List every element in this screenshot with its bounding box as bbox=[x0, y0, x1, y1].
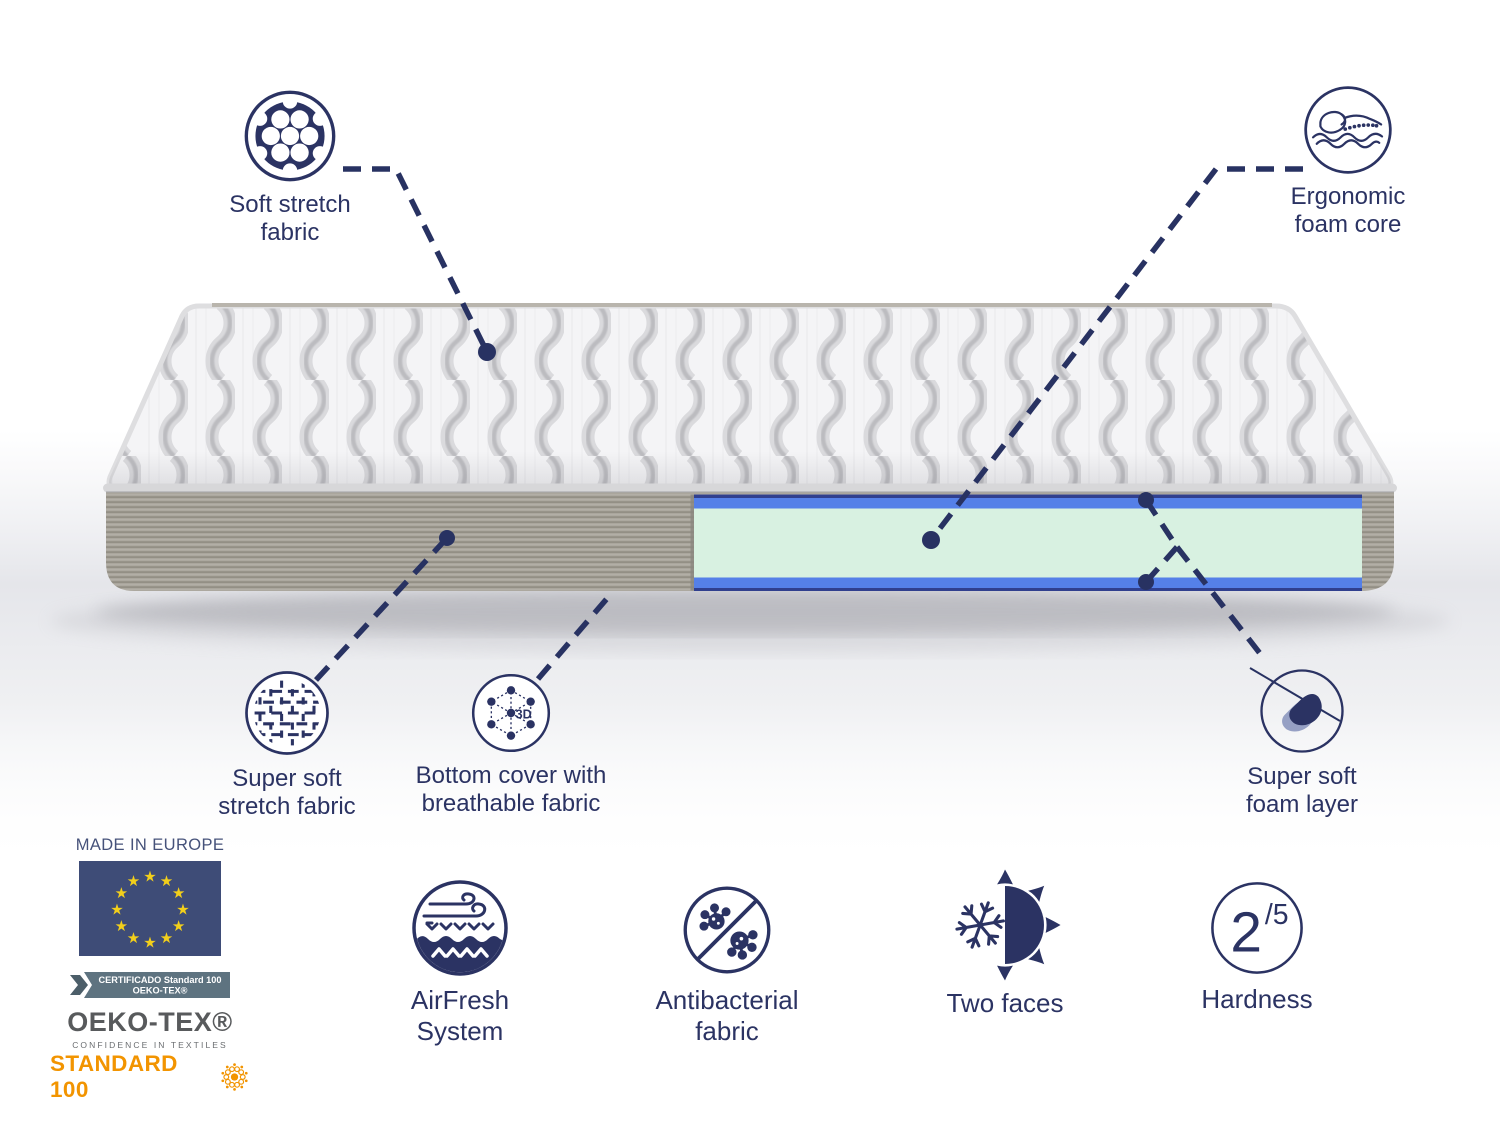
callout-label-line1: Super soft bbox=[1247, 763, 1357, 790]
svg-text:★: ★ bbox=[143, 934, 156, 952]
callout-label: Ergonomic foam core bbox=[1291, 183, 1406, 239]
feature-hardness: 2 /5 Hardness bbox=[1127, 879, 1387, 1015]
line-soft-stretch-fabric bbox=[343, 166, 490, 354]
svg-text:★: ★ bbox=[127, 872, 140, 890]
svg-text:★: ★ bbox=[172, 884, 185, 902]
callout-dots bbox=[439, 343, 1154, 590]
oeko-flower-icon bbox=[221, 1063, 248, 1091]
top-foam-dark-line bbox=[694, 494, 1362, 498]
bottom-soft-foam-layer bbox=[694, 577, 1362, 589]
hand-press-icon bbox=[1260, 669, 1344, 753]
mattress-cross-section bbox=[690, 494, 1362, 591]
feature-airfresh: AirFresh System bbox=[330, 878, 590, 1047]
top-soft-foam-layer bbox=[694, 498, 1362, 509]
svg-text:★: ★ bbox=[160, 872, 173, 890]
ribbon-line2: OEKO-TEX® bbox=[133, 986, 188, 996]
oeko-tex-subtitle: CONFIDENCE IN TEXTILES bbox=[72, 1040, 228, 1050]
feature-label: Hardness bbox=[1201, 984, 1312, 1015]
callout-bottom-cover: 3D Bottom cover with breathable fabric bbox=[381, 671, 641, 818]
airflow-icon bbox=[412, 880, 508, 976]
callout-label: Super soft stretch fabric bbox=[218, 765, 355, 821]
line-foam-layer-top bbox=[1143, 498, 1180, 549]
svg-text:★: ★ bbox=[115, 917, 128, 935]
svg-text:★: ★ bbox=[115, 884, 128, 902]
no-bacteria-icon bbox=[683, 886, 771, 974]
feature-label: AirFresh System bbox=[411, 985, 509, 1047]
mattress-shadow bbox=[50, 589, 1450, 653]
callout-label: Soft stretch fabric bbox=[229, 191, 350, 247]
sun-half bbox=[997, 869, 1061, 981]
mattress-piping bbox=[103, 483, 1397, 493]
line-super-soft-stretch-fabric bbox=[313, 536, 450, 682]
eu-flag: ★ ★ ★ ★ ★ ★ ★ ★ ★ ★ ★ ★ bbox=[79, 861, 221, 956]
callout-label: Super soft foam layer bbox=[1246, 763, 1358, 819]
oeko-ribbon: CERTIFICADO Standard 100 OEKO-TEX® bbox=[70, 972, 230, 998]
callout-label-line2: stretch fabric bbox=[218, 793, 356, 820]
oeko-tex-badge: OEKO-TEX® CONFIDENCE IN TEXTILES STANDAR… bbox=[50, 1007, 250, 1103]
line-ergonomic-foam-core bbox=[928, 166, 1303, 542]
weave-icon bbox=[245, 671, 329, 755]
feature-label: Antibacterial fabric bbox=[655, 985, 798, 1047]
snowflake-half bbox=[955, 901, 1005, 949]
svg-text:★: ★ bbox=[127, 929, 140, 947]
callout-label-line2: foam core bbox=[1294, 211, 1402, 238]
feature-label-line1: Hardness bbox=[1201, 984, 1313, 1014]
two-faces-icon bbox=[955, 869, 1061, 981]
feature-label: Two faces bbox=[946, 988, 1063, 1019]
feature-label-line1: Two faces bbox=[946, 988, 1064, 1018]
feature-label-line1: AirFresh bbox=[410, 985, 510, 1015]
made-in-europe-label: MADE IN EUROPE bbox=[75, 836, 225, 854]
line-bottom-cover bbox=[535, 593, 613, 681]
oeko-standard-100: STANDARD 100 bbox=[50, 1051, 178, 1102]
feature-antibacterial: Antibacterial fabric bbox=[597, 882, 857, 1047]
callout-label: Bottom cover with breathable fabric bbox=[416, 762, 607, 818]
hardness-scale: /5 bbox=[1265, 899, 1289, 931]
callout-super-soft-stretch-fabric: Super soft stretch fabric bbox=[157, 668, 417, 821]
mesh-3d-icon: 3D bbox=[471, 673, 551, 753]
svg-text:★: ★ bbox=[160, 929, 173, 947]
line-foam-layer-main bbox=[1174, 545, 1265, 658]
feature-two-faces: Two faces bbox=[875, 860, 1135, 1019]
ergonomic-sleeper-icon bbox=[1304, 86, 1392, 174]
ribbon-line1: CERTIFICADO Standard 100 bbox=[98, 975, 221, 985]
feature-label-line2: fabric bbox=[695, 1016, 759, 1046]
mattress-top-surface bbox=[106, 303, 1394, 491]
callout-label-line1: Super soft bbox=[232, 765, 342, 792]
line-foam-layer-thin bbox=[1249, 667, 1341, 722]
svg-text:★: ★ bbox=[110, 901, 123, 919]
bottom-foam-dark-line bbox=[694, 588, 1362, 591]
callout-label-line2: fabric bbox=[260, 219, 320, 246]
svg-text:★: ★ bbox=[172, 917, 185, 935]
callout-label-line2: breathable fabric bbox=[421, 790, 601, 817]
hardness-value: 2 bbox=[1230, 902, 1262, 965]
certifications-block: MADE IN EUROPE ★ ★ ★ ★ ★ ★ ★ ★ ★ ★ ★ ★ C… bbox=[50, 836, 250, 1103]
callout-label-line1: Bottom cover with bbox=[415, 762, 607, 789]
feature-label-line1: Antibacterial bbox=[655, 985, 799, 1015]
fabric-holes-icon bbox=[244, 90, 336, 182]
oeko-tex-brand: OEKO-TEX® bbox=[67, 1007, 233, 1037]
svg-text:★: ★ bbox=[176, 901, 189, 919]
feature-label-line2: System bbox=[416, 1016, 504, 1046]
svg-text:★: ★ bbox=[143, 868, 156, 886]
callout-label-line1: Ergonomic bbox=[1290, 183, 1406, 210]
callout-soft-stretch-fabric: Soft stretch fabric bbox=[160, 88, 420, 247]
callout-label-line1: Soft stretch bbox=[229, 191, 351, 218]
mesh-3d-label: 3D bbox=[516, 707, 532, 721]
hardness-icon: 2 /5 bbox=[1211, 882, 1303, 974]
callout-label-line2: foam layer bbox=[1245, 791, 1359, 818]
bacteria-blob bbox=[699, 903, 758, 960]
callout-ergonomic-foam-core: Ergonomic foam core bbox=[1218, 84, 1478, 239]
section-left-shadow bbox=[690, 494, 694, 591]
callout-super-soft-foam-layer: Super soft foam layer bbox=[1172, 666, 1432, 819]
foam-core bbox=[694, 508, 1362, 578]
